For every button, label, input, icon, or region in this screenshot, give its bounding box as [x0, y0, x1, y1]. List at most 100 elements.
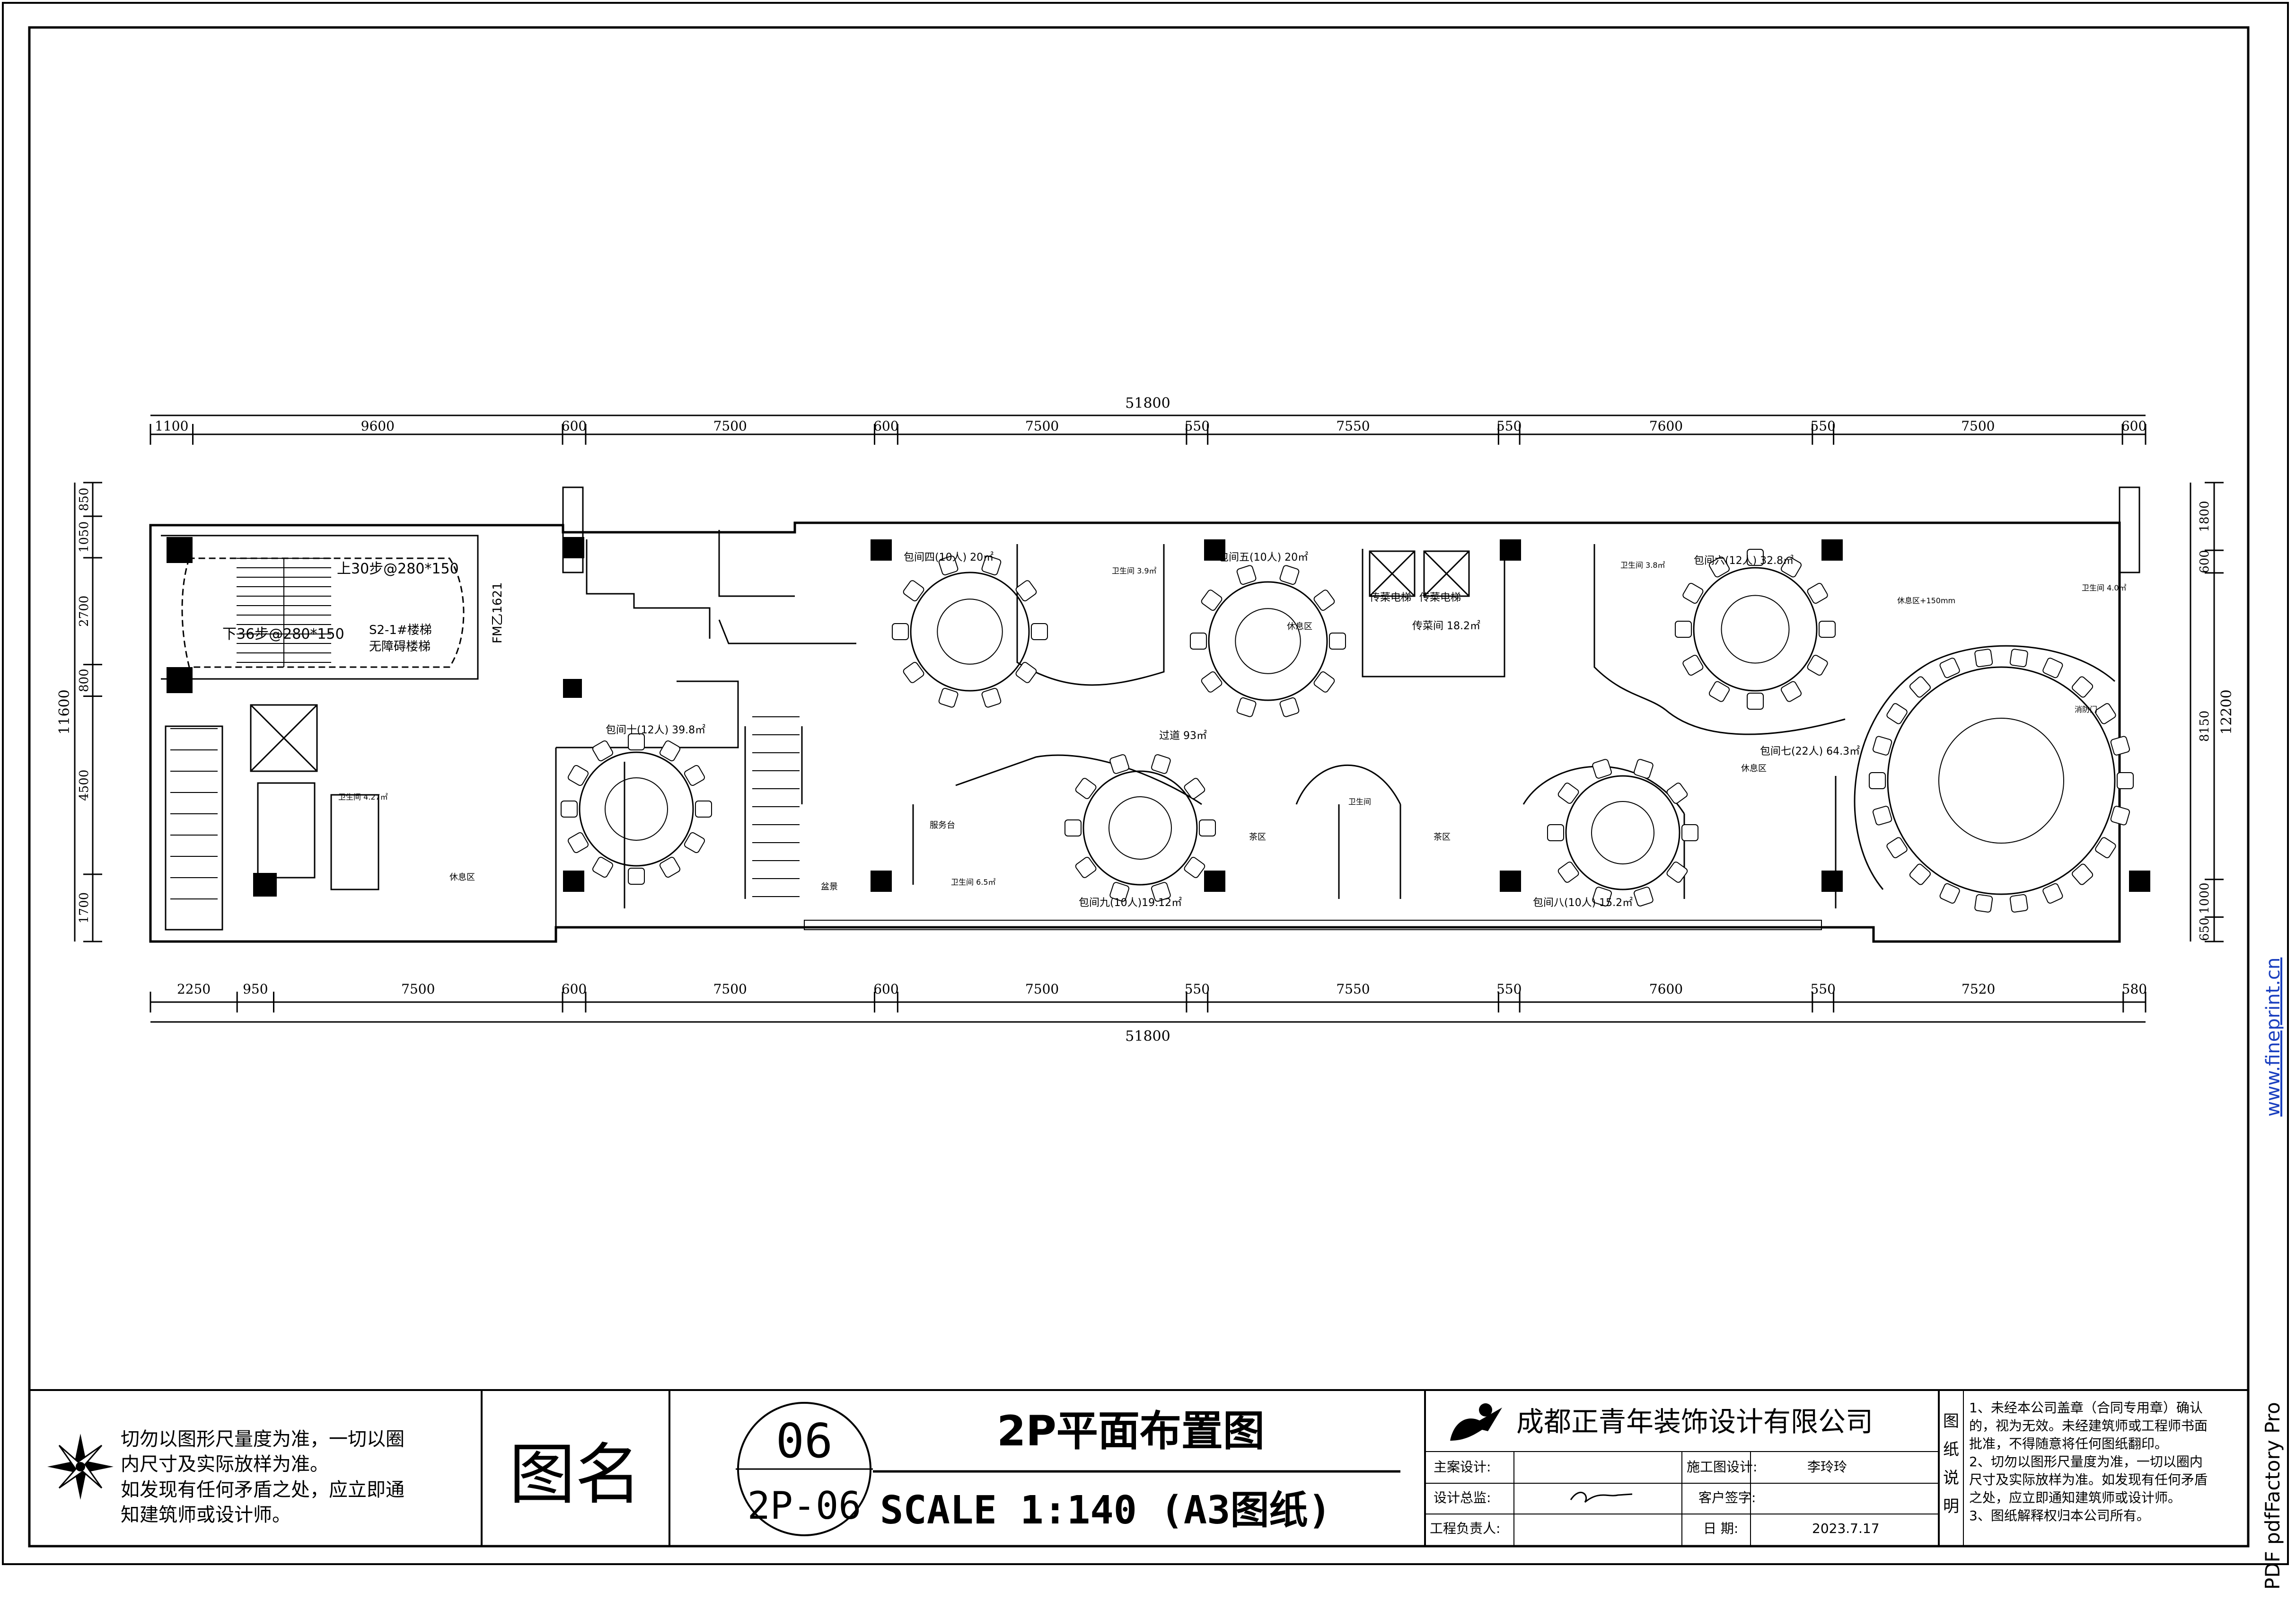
notes-label-char: 图 [1943, 1412, 1959, 1431]
chair [592, 856, 614, 878]
dim-segment-label: 600 [562, 981, 587, 997]
client-sign-label: 客户签字: [1698, 1490, 1756, 1505]
chair [1807, 582, 1828, 604]
chair [892, 623, 909, 640]
chair [1939, 658, 1960, 678]
watermark-url[interactable]: www.fineprint.cn [2262, 958, 2284, 1117]
banquet-room-arc [1854, 645, 2115, 890]
dining-table [1547, 759, 1698, 907]
chair [903, 580, 924, 601]
note-line: 1、未经本公司盖章（合同专用章）确认 [1969, 1400, 2203, 1416]
chair [1031, 623, 1048, 640]
chair [1666, 783, 1688, 804]
construction-design-label: 施工图设计: [1687, 1459, 1757, 1475]
chair [903, 662, 924, 683]
chair [981, 687, 1002, 708]
dining-table [892, 555, 1048, 708]
dining-table [1869, 649, 2134, 913]
chair [1886, 837, 1908, 858]
room-10-label: 包间十(12人) 39.8㎡ [606, 724, 705, 736]
watermark-product: PDF pdfFactory Pro [2261, 1402, 2284, 1590]
title-block-frame [28, 1389, 2249, 1547]
chair [567, 765, 589, 786]
lazy-susan [1591, 801, 1654, 864]
service-desk-label: 服务台 [930, 820, 955, 830]
chair [1886, 703, 1908, 724]
chair [1557, 862, 1579, 883]
table-top [1082, 770, 1198, 886]
date-label: 日 期: [1703, 1521, 1738, 1536]
chair [1747, 549, 1764, 566]
stair-well [181, 557, 465, 668]
chair [1807, 654, 1828, 676]
drawing-name-label: 图名 [509, 1436, 642, 1514]
stair-name-label: S2-1#楼梯 [369, 623, 432, 637]
tea-area-2-label: 茶区 [1434, 832, 1451, 842]
top-dimension-chain [150, 414, 2146, 435]
dim-segment-label: 800 [77, 669, 91, 692]
chair [1675, 621, 1692, 638]
table-top [1208, 581, 1328, 701]
dim-segment-label: 1100 [155, 418, 188, 434]
dim-segment-label: 1800 [2198, 501, 2212, 532]
chair [2009, 894, 2028, 913]
chair [1872, 806, 1892, 826]
chair [1279, 565, 1300, 585]
service-lift-1-label: 传菜电梯 [1370, 592, 1411, 604]
chair [1939, 883, 1960, 904]
room-8-label: 包间八(10人) 15.2㎡ [1533, 897, 1633, 909]
dim-segment-label: 4500 [77, 770, 91, 801]
corridor-label: 过道 93㎡ [1159, 730, 1207, 742]
drawing-notes: 1、未经本公司盖章（合同专用章）确认的，视为无效。未经建筑师或工程师书面批准，不… [1969, 1400, 2208, 1523]
notes-label-char: 说 [1943, 1469, 1959, 1488]
chair [684, 832, 705, 854]
dim-segment-label: 550 [1810, 981, 1835, 997]
left-lift-shaft [165, 704, 379, 931]
top-total-dimension: 51800 [1125, 395, 1170, 412]
room-9-label: 包间九(10人)19.12㎡ [1079, 897, 1182, 909]
wc-1-label: 卫生间 3.9㎡ [1112, 566, 1157, 575]
room-7-label: 包间七(22人) 64.3㎡ [1760, 745, 1860, 757]
chair [592, 740, 614, 762]
chair [1201, 671, 1223, 693]
watermark-svg: www.fineprint.cn PDF pdfFactory Pro [2261, 958, 2284, 1590]
lazy-susan [1938, 718, 2064, 844]
chair [981, 555, 1002, 576]
main-design-label: 主案设计: [1434, 1459, 1491, 1475]
table-top [1887, 666, 2116, 895]
chair [1819, 621, 1836, 638]
chair [938, 555, 959, 576]
service-lift-2-label: 传菜电梯 [1419, 592, 1461, 604]
chair [1557, 783, 1579, 804]
dim-segment-label: 7500 [1025, 981, 1059, 997]
dim-segment-label: 550 [1496, 981, 1522, 997]
chair [1109, 882, 1129, 902]
project-lead-label: 工程负责人: [1430, 1521, 1500, 1536]
chair [1592, 887, 1612, 907]
table-top [1693, 567, 1818, 692]
dim-segment-label: 7500 [401, 981, 435, 997]
dim-segment-label: 600 [562, 418, 587, 434]
chair [1151, 754, 1171, 774]
pantry-label: 传菜间 18.2㎡ [1412, 620, 1480, 632]
table-top [910, 572, 1030, 692]
dining-table [1064, 754, 1216, 902]
dim-segment-label: 600 [873, 418, 898, 434]
south-railing [804, 920, 1822, 930]
note-line: 3、图纸解释权归本公司所有。 [1969, 1508, 2150, 1523]
chair [2042, 658, 2063, 678]
chair [1634, 759, 1654, 779]
chair [2072, 676, 2094, 698]
chair [1869, 772, 1886, 789]
dim-segment-label: 1050 [77, 521, 91, 553]
note-line-3: 如发现有任何矛盾之处，应立即通 [121, 1479, 405, 1501]
chair [1279, 697, 1300, 717]
chair [1064, 819, 1082, 836]
table-top [579, 751, 694, 867]
chair [2095, 703, 2116, 724]
rest-area-1-label: 休息区 [1287, 622, 1312, 632]
